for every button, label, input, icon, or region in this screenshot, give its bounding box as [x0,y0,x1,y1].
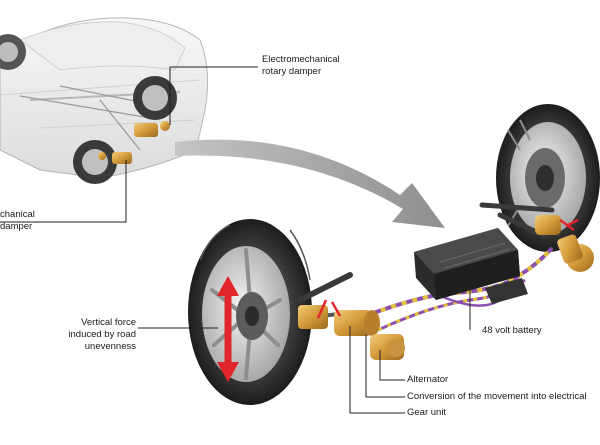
label-line: unevenness [84,341,136,352]
label-line: damper [0,221,33,232]
car-body [0,17,209,179]
label-alternator: Alternator [407,374,449,385]
rear-suspension [479,202,594,272]
car-rear-wheel [133,76,177,120]
label-rotary-damper-left: chanical damper [0,209,35,233]
leader-lines [0,66,471,414]
label-line: Electromechanical [262,54,340,65]
label-rotary-damper-top: Electromechanical rotary damper [262,54,340,78]
rotary-damper [298,299,405,360]
label-line: rotary damper [262,66,322,77]
car-rotary-dampers [98,121,170,164]
label-line: induced by road [68,329,136,340]
transfer-arrow [175,139,445,228]
label-line: chanical [0,209,35,220]
rear-wheel [496,104,600,252]
label-vertical-force: Vertical force induced by road unevennes… [34,317,136,353]
label-gear-unit: Gear unit [407,407,447,418]
car-front-wheel [73,140,117,184]
force-arrow [217,276,239,382]
front-wheel [188,219,312,405]
label-line: Vertical force [81,317,136,328]
label-conversion: Conversion of the movement into electric… [407,391,587,402]
label-battery: 48 volt battery [482,325,542,336]
battery-unit [414,228,528,304]
car-left-edge-wheel [0,34,26,70]
